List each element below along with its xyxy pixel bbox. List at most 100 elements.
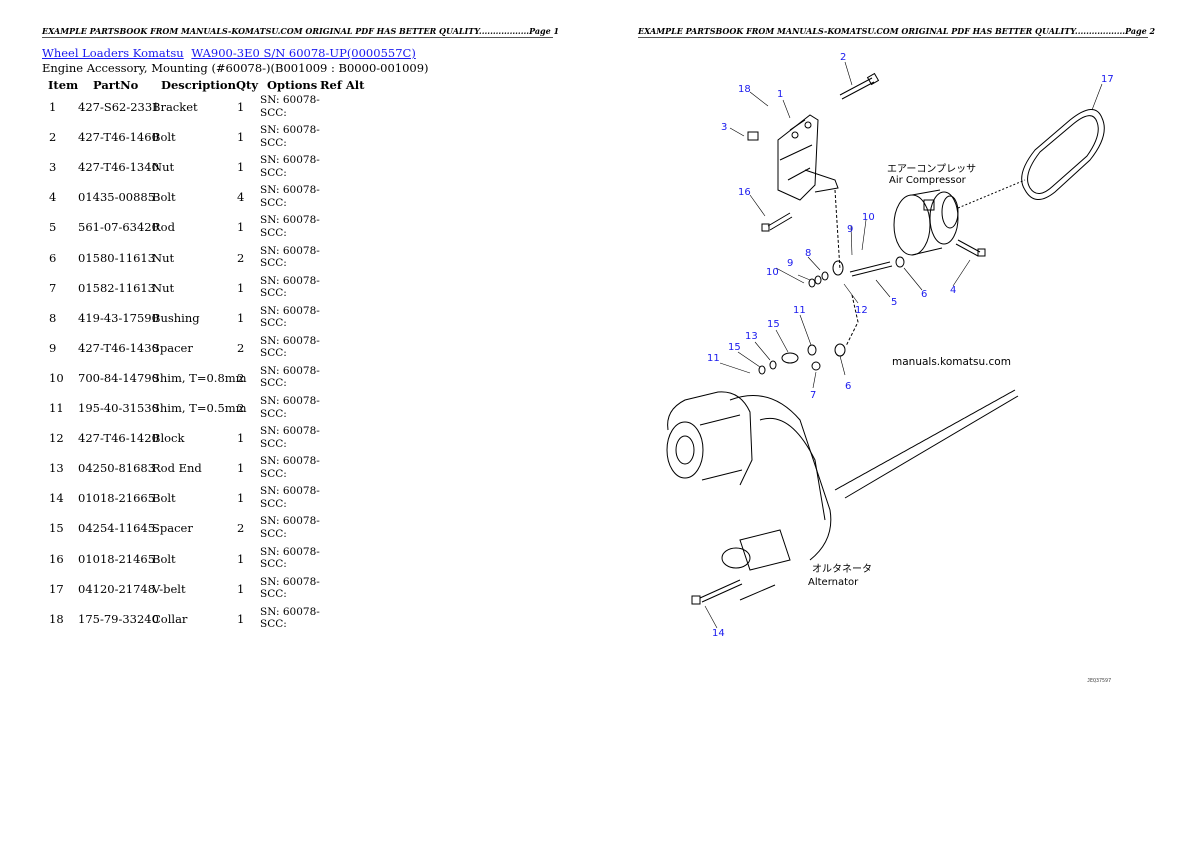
callout-2[interactable]: 2 (840, 52, 846, 63)
air-compressor-label: Air Compressor (889, 175, 967, 186)
cell-item: 11 (49, 401, 64, 415)
cell-qty: 1 (237, 130, 245, 145)
callout-6-upper[interactable]: 6 (921, 289, 927, 300)
cell-partno: 700-84-14790 (78, 370, 159, 385)
cell-options: SN: 60078-SCC: (260, 455, 320, 480)
cell-qty: 2 (237, 401, 245, 415)
cell-options: SN: 60078-SCC: (260, 545, 320, 571)
cell-options: SN: 60078-SCC: (260, 124, 320, 149)
column-header-qty: Qty (236, 78, 259, 92)
cell-options: SN: 60078-SCC: (260, 395, 320, 420)
cell-partno: 01018-21465 (78, 551, 156, 566)
callout-7[interactable]: 7 (810, 390, 816, 401)
cell-item: 16 (49, 551, 64, 566)
cell-partno: 427-S62-2331 (78, 100, 160, 114)
cell-description: V-belt (152, 581, 186, 596)
cell-partno: 04254-11645 (78, 521, 156, 536)
callout-12[interactable]: 12 (855, 305, 868, 316)
air-compressor-drawing (893, 179, 1026, 256)
alternator-drawing (666, 389, 1019, 571)
exploded-parts-diagram: 2 17 18 1 3 16 9 10 8 10 9 5 6 4 12 11 1… (666, 52, 1114, 639)
drawing-reference-code: JEQ37597 (1087, 678, 1112, 684)
cell-description: Collar (152, 611, 188, 626)
breadcrumb-link-model[interactable]: WA900-3E0 S/N 60078-UP(0000557C) (191, 46, 416, 60)
callout-3[interactable]: 3 (721, 122, 727, 133)
column-header-description: Description (161, 78, 236, 92)
cell-qty: 1 (237, 280, 245, 295)
breadcrumb: Wheel Loaders Komatsu WA900-3E0 S/N 6007… (42, 46, 420, 60)
callout-9-upper[interactable]: 9 (847, 224, 853, 235)
cell-qty: 1 (237, 461, 245, 476)
cell-item: 13 (49, 461, 64, 476)
callout-10-upper[interactable]: 10 (862, 212, 875, 223)
callout-14[interactable]: 14 (712, 628, 725, 639)
callout-15-upper[interactable]: 15 (767, 319, 780, 330)
cell-options: SN: 60078-SCC: (260, 364, 320, 390)
callout-6-lower[interactable]: 6 (845, 381, 851, 392)
cell-partno: 427-T46-1460 (78, 130, 159, 145)
cell-options: SN: 60078-SCC: (260, 94, 320, 119)
cell-qty: 1 (237, 160, 245, 175)
cell-partno: 01580-11613 (78, 250, 156, 265)
column-header-refalt: Ref Alt (320, 78, 365, 92)
callout-11-lower[interactable]: 11 (707, 353, 720, 364)
breadcrumb-link-model-family[interactable]: Wheel Loaders Komatsu (42, 46, 184, 60)
cell-options: SN: 60078-SCC: (260, 485, 320, 510)
cell-item: 15 (49, 521, 64, 536)
alternator-label-jp: オルタネータ (812, 563, 872, 575)
cell-item: 3 (49, 160, 57, 175)
cell-item: 14 (49, 491, 64, 506)
callout-11-upper[interactable]: 11 (793, 305, 806, 316)
callout-4[interactable]: 4 (950, 285, 956, 296)
cell-description: Bolt (152, 130, 176, 145)
cell-partno: 427-T46-1430 (78, 340, 159, 355)
cell-description: Shim, T=0.8mm (152, 370, 247, 385)
callout-17[interactable]: 17 (1101, 74, 1114, 85)
cell-qty: 2 (237, 370, 245, 385)
cell-item: 2 (49, 130, 57, 145)
cell-options: SN: 60078-SCC: (260, 334, 320, 360)
callout-18[interactable]: 18 (738, 84, 751, 95)
callout-9-lower[interactable]: 9 (787, 258, 793, 269)
cell-qty: 1 (237, 551, 245, 566)
callout-5[interactable]: 5 (891, 297, 897, 308)
cell-item: 10 (49, 370, 64, 385)
column-header-options: Options (267, 78, 318, 92)
callout-15-lower[interactable]: 15 (728, 342, 741, 353)
cell-partno: 175-79-33240 (78, 611, 159, 626)
air-compressor-label-jp: エアーコンプレッサ (887, 163, 976, 175)
cell-qty: 1 (237, 491, 245, 506)
cell-item: 18 (49, 611, 64, 626)
callout-16[interactable]: 16 (738, 187, 751, 198)
cell-description: Spacer (152, 340, 193, 355)
callout-13[interactable]: 13 (745, 331, 758, 342)
callout-10-lower[interactable]: 10 (766, 267, 779, 278)
cell-description: Rod (152, 220, 175, 235)
cell-item: 8 (49, 310, 57, 325)
cell-item: 9 (49, 340, 57, 355)
page-subtitle: Engine Accessory, Mounting (#60078-)(B00… (42, 61, 429, 75)
cell-description: Bracket (152, 100, 198, 114)
cell-qty: 2 (237, 521, 245, 536)
v-belt-drawing (1021, 109, 1105, 200)
cell-item: 6 (49, 250, 57, 265)
callout-8[interactable]: 8 (805, 248, 811, 259)
callout-1[interactable]: 1 (777, 89, 783, 100)
cell-description: Nut (152, 280, 175, 295)
alternator-label: Alternator (808, 577, 859, 588)
